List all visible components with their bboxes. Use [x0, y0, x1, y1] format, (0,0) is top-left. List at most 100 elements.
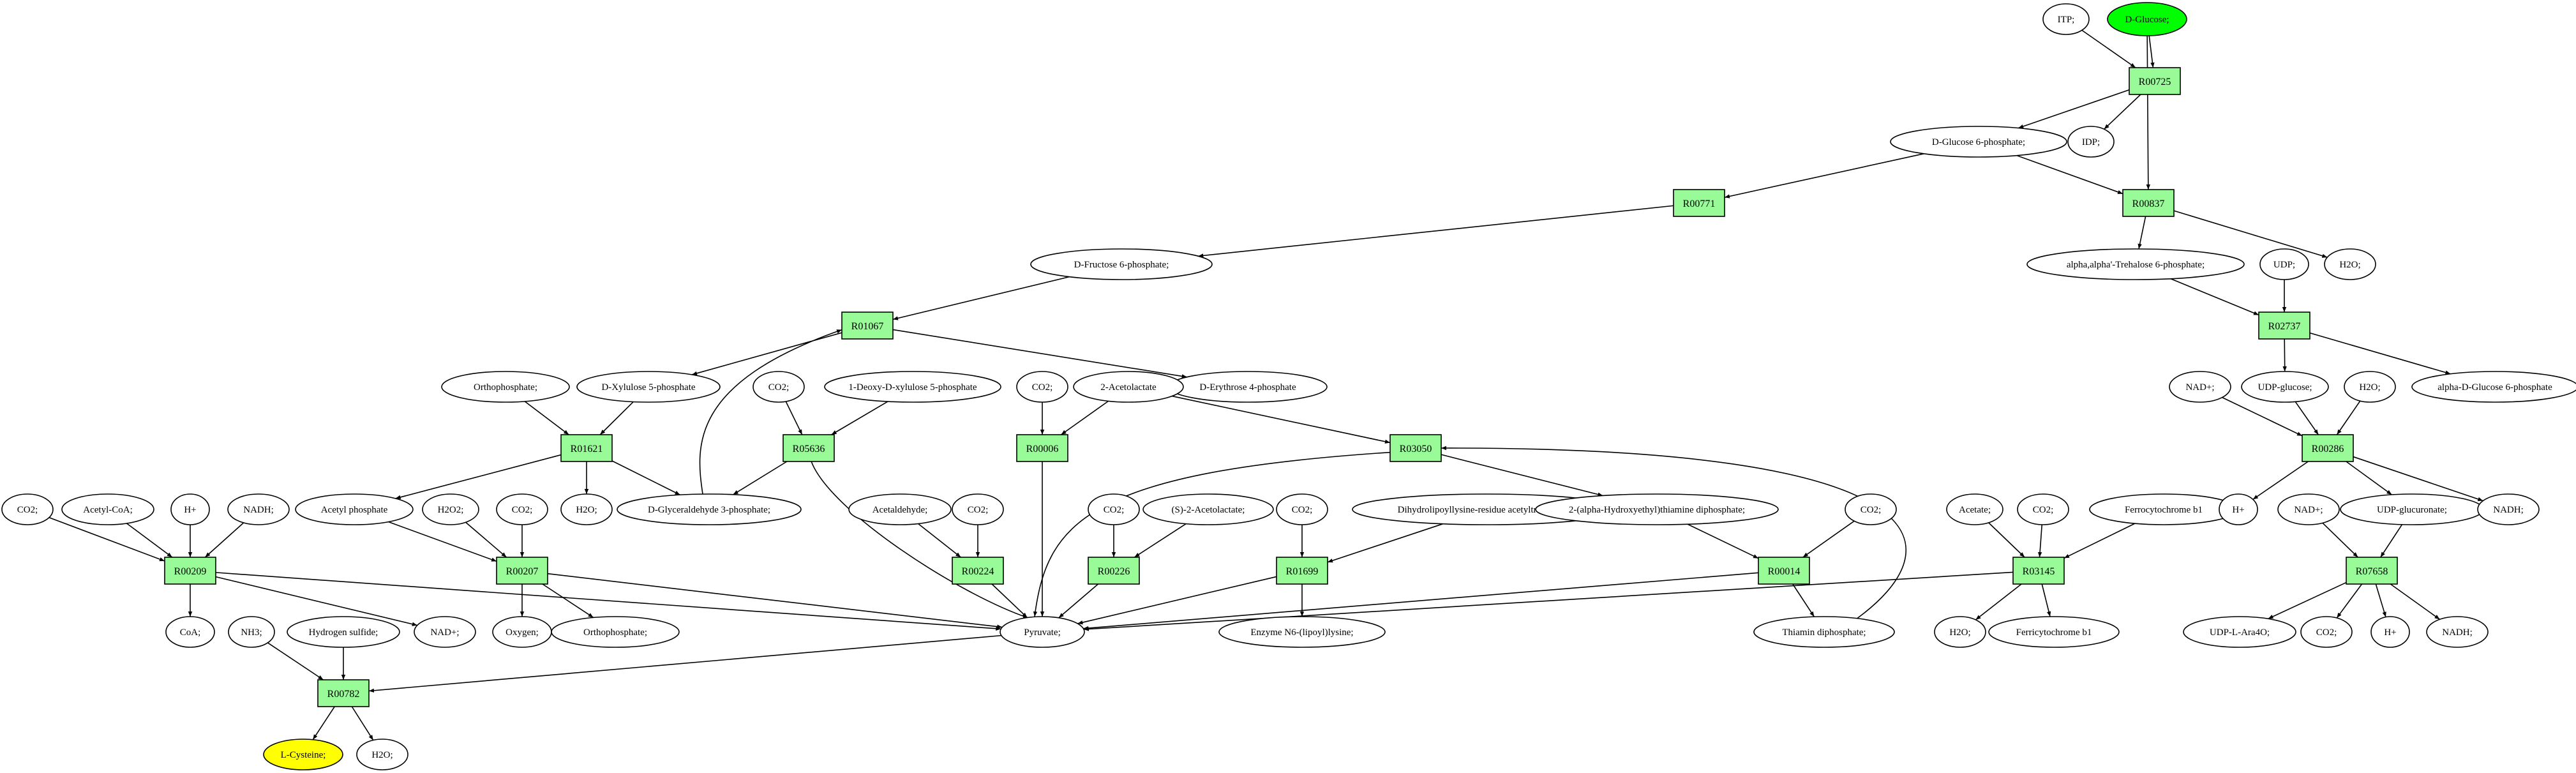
metabolite-node-nh3: NH3;	[228, 616, 275, 648]
metabolite-shape-acetate	[1946, 493, 2003, 525]
metabolite-node-s_acetolactate: (S)-2-Acetolactate;	[1142, 493, 1274, 525]
edge-R02737-to-udpglucose	[2282, 338, 2287, 372]
metabolite-shape-glucose	[2107, 2, 2187, 36]
metabolite-shape-h2o2	[422, 493, 479, 525]
metabolite-node-f6p: D-Fructose 6-phosphate;	[1030, 248, 1213, 280]
edge-ferrocytochrome-to-R03145	[2063, 523, 2136, 559]
metabolite-label-glucose6p_alpha: alpha-D-Glucose 6-phosphate	[2437, 382, 2552, 393]
metabolite-shape-hplus_a	[170, 493, 210, 525]
reaction-node-R00725: R00725	[2129, 67, 2181, 95]
edge-R00771-to-f6p	[1198, 205, 1674, 258]
edge-co2_a-to-R05636	[785, 401, 803, 435]
metabolite-label-co2_j: CO2;	[2316, 627, 2337, 638]
reaction-label-R00006: R00006	[1026, 444, 1059, 454]
metabolite-node-h2o2: H2O2;	[422, 493, 479, 525]
metabolite-label-thiamin_dp: Thiamin diphosphate;	[1782, 627, 1866, 638]
metabolite-label-acetaldehyde: Acetaldehyde;	[872, 505, 928, 515]
metabolite-shape-acetolactate2	[1073, 371, 1184, 403]
metabolite-shape-glyceraldehyde3p	[617, 493, 802, 525]
edge-co2_c-to-R00209	[49, 517, 165, 562]
metabolite-node-co2_g: CO2;	[1276, 493, 1328, 525]
edge-R03145-to-pyruvate	[1084, 571, 2014, 631]
edge-R00837-to-h2o_a	[2173, 210, 2328, 258]
metabolite-node-co2_j: CO2;	[2300, 616, 2353, 648]
metabolite-label-acetolactate2: 2-Acetolactate	[1100, 382, 1157, 393]
metabolite-shape-co2_j	[2300, 616, 2353, 648]
metabolite-label-orthophosphate_b: Orthophosphate;	[583, 627, 647, 638]
reaction-box-R00209	[164, 557, 216, 585]
metabolite-shape-co2_c	[1, 493, 54, 525]
metabolite-label-hydroxyethyl_tdp: 2-(alpha-Hydroxyethyl)thiamine diphospha…	[1569, 505, 1745, 515]
metabolite-node-g6p: D-Glucose 6-phosphate;	[1890, 126, 2067, 158]
metabolite-node-acetylcoa: Acetyl-CoA;	[61, 493, 154, 525]
edge-acetylphosphate-to-R00207	[388, 521, 497, 562]
edge-trehalose6p-to-R02737	[2170, 278, 2259, 316]
edge-hydroxyethyl_tdp-to-R00014	[1687, 523, 1759, 559]
metabolite-label-hplus_b: H+	[2232, 505, 2244, 515]
metabolite-shape-ferricytochrome	[1988, 616, 2120, 648]
metabolite-node-itp: ITP;	[2042, 3, 2090, 35]
reaction-label-R00771: R00771	[1683, 199, 1716, 209]
metabolite-node-h2s: Hydrogen sulfide;	[287, 616, 400, 648]
metabolite-label-nadh_a: NADH;	[243, 505, 274, 515]
metabolite-shape-h2s	[287, 616, 400, 648]
metabolite-label-itp: ITP;	[2058, 15, 2075, 25]
metabolite-label-h2o_c: H2O;	[576, 505, 597, 515]
metabolite-label-h2s: Hydrogen sulfide;	[309, 627, 378, 638]
metabolite-shape-g6p	[1890, 126, 2067, 158]
metabolite-shape-co2_h	[1845, 493, 1897, 525]
metabolite-shape-h2o_d	[1934, 616, 1986, 648]
edge-R01699-to-pyruvate	[1077, 576, 1277, 625]
edge-h2o_b-to-R00286	[2336, 400, 2361, 435]
edge-R00207-to-pyruvate	[547, 573, 1003, 629]
metabolite-shape-orthophosphate_b	[551, 616, 680, 648]
edge-R00209-to-pyruvate	[215, 572, 1001, 631]
metabolite-label-udp_a: UDP;	[2273, 260, 2295, 270]
edge-glyceraldehyde3p-to-R01067	[699, 329, 842, 495]
metabolite-shape-udpglucose	[2241, 371, 2329, 403]
metabolite-node-acetate: Acetate;	[1946, 493, 2003, 525]
metabolite-label-f6p: D-Fructose 6-phosphate;	[1074, 260, 1169, 270]
reaction-node-R00207: R00207	[496, 557, 548, 585]
reaction-box-R05636	[783, 434, 835, 462]
metabolite-label-nadh_c: NADH;	[2442, 627, 2473, 638]
metabolite-shape-h2o_c	[560, 493, 613, 525]
edge-co2_h-to-R00014	[1802, 520, 1855, 558]
metabolite-shape-nh3	[228, 616, 275, 648]
reaction-label-R00286: R00286	[2312, 444, 2344, 454]
metabolite-node-hplus_a: H+	[170, 493, 210, 525]
edge-glucose-to-R00837	[2146, 35, 2150, 190]
reaction-label-R01067: R01067	[851, 321, 884, 332]
edge-nh3-to-R00782	[267, 642, 324, 680]
metabolite-label-h2o_e: H2O;	[371, 750, 393, 760]
metabolite-label-hplus_a: H+	[184, 505, 196, 515]
reaction-box-R02737	[2258, 311, 2310, 340]
metabolite-label-s_acetolactate: (S)-2-Acetolactate;	[1172, 505, 1245, 515]
edge-R00286-to-hplus_b	[2252, 461, 2309, 500]
reaction-box-R00837	[2122, 189, 2175, 217]
metabolite-label-ferricytochrome: Ferricytochrome b1	[2016, 627, 2092, 638]
metabolite-shape-itp	[2042, 3, 2090, 35]
edge-orthophosphate_a-to-R01621	[524, 401, 569, 435]
reaction-label-R00837: R00837	[2132, 199, 2165, 209]
edge-R00782-to-h2o_e	[351, 706, 374, 740]
edge-R01067-to-erythrose4p	[892, 329, 1187, 379]
reaction-box-R00224	[952, 557, 1004, 585]
edge-R00226-to-pyruvate	[1058, 583, 1099, 619]
metabolite-node-nadh_a: NADH;	[227, 493, 290, 525]
metabolite-shape-acetylcoa	[61, 493, 154, 525]
metabolite-node-co2_h: CO2;	[1845, 493, 1897, 525]
metabolite-shape-idp	[2067, 126, 2115, 158]
reaction-node-R00286: R00286	[2302, 434, 2354, 462]
metabolite-shape-co2_d	[496, 493, 548, 525]
edge-nadp_a-to-R00286	[2222, 396, 2303, 437]
edge-udpglucuronate-to-R07658	[2380, 524, 2403, 558]
edge-itp-to-R00725	[2081, 29, 2136, 68]
reaction-label-R05636: R05636	[793, 444, 825, 454]
metabolite-label-erythrose4p: D-Erythrose 4-phosphate	[1199, 382, 1296, 393]
edge-R00782-to-cysteine	[312, 706, 335, 740]
metabolite-node-nadp_b: NAD+;	[2277, 493, 2340, 525]
edge-glucose-to-R00725	[2148, 35, 2155, 68]
edge-R02737-to-glucose6p_alpha	[2309, 332, 2451, 375]
metabolite-shape-co2_a	[753, 371, 805, 403]
